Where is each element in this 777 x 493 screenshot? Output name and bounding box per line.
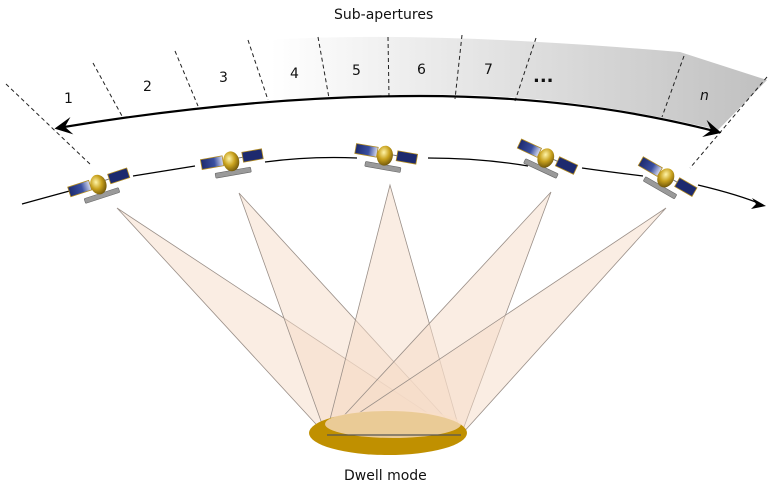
- satellite-body-icon: [537, 148, 555, 168]
- sub-apertures-title: Sub-apertures: [334, 7, 434, 23]
- solar-panel-left: [637, 156, 663, 178]
- satellite-3: [354, 143, 419, 173]
- solar-panel-left: [516, 138, 543, 158]
- sub-aperture-label-1: 1: [64, 91, 73, 107]
- solar-panel-right: [674, 177, 698, 198]
- satellite-1: [67, 167, 131, 204]
- dwell-target-highlight: [325, 410, 461, 438]
- sub-aperture-label-6: 6: [417, 62, 426, 78]
- dwell-mode-caption: Dwell mode: [344, 468, 427, 484]
- sub-aperture-label-ellipsis: ...: [533, 66, 554, 87]
- sub-aperture-label-3: 3: [219, 70, 228, 86]
- solar-panel-right: [554, 156, 579, 175]
- sub-aperture-label-n: n: [700, 88, 709, 104]
- solar-panel-left: [354, 143, 379, 158]
- solar-panel-right: [241, 148, 264, 163]
- sub-aperture-band: [58, 36, 767, 130]
- satellite-5: [637, 156, 698, 199]
- sub-aperture-span-arrow: [54, 94, 722, 137]
- sub-aperture-label-4: 4: [290, 66, 299, 82]
- satellite-body-icon: [90, 174, 107, 195]
- satellite-2: [199, 148, 264, 179]
- beams: [116, 183, 667, 436]
- satellite-body-icon: [376, 145, 393, 166]
- sub-aperture-labels: 1 2 3 4 5 6 7 ... n: [64, 62, 709, 107]
- orbit-arrowhead: [751, 198, 766, 209]
- solar-panel-right: [395, 150, 419, 165]
- solar-panel-right: [107, 167, 131, 185]
- solar-panel-left: [199, 155, 225, 170]
- sub-aperture-label-2: 2: [143, 79, 152, 95]
- sub-aperture-label-7: 7: [484, 62, 493, 78]
- satellite-4: [516, 138, 579, 179]
- satellite-body-icon: [657, 168, 675, 188]
- sub-aperture-label-5: 5: [352, 63, 361, 79]
- solar-panel-left: [67, 179, 93, 198]
- satellite-body-icon: [223, 151, 240, 172]
- sub-aperture-dividers: [5, 34, 768, 169]
